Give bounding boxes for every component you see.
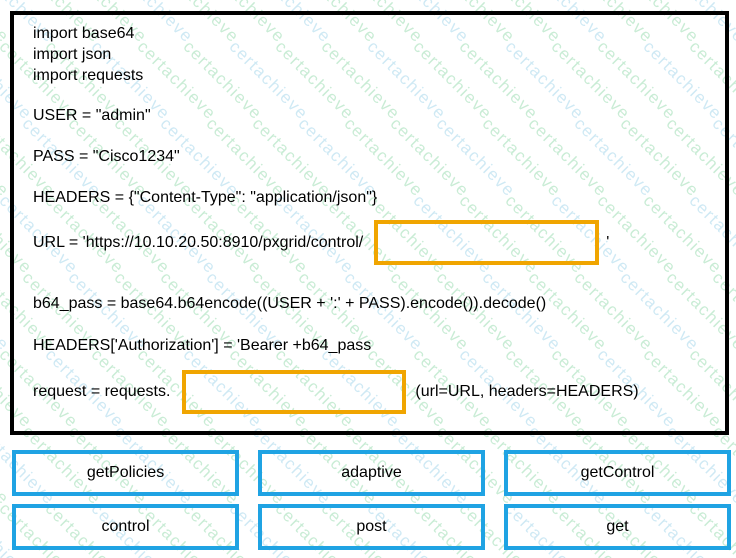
- request-suffix-text: (url=URL, headers=HEADERS): [415, 382, 639, 400]
- option-control[interactable]: control: [12, 504, 239, 550]
- code-line-import-base64: import base64: [33, 25, 135, 42]
- request-method-blank-dropzone[interactable]: [182, 369, 407, 414]
- code-line-request: request = requests. (url=URL, headers=HE…: [33, 369, 639, 414]
- watermark-text: certachieve: [731, 345, 736, 432]
- url-endpoint-blank-dropzone[interactable]: [374, 220, 600, 265]
- code-block: import base64 import json import request…: [10, 11, 729, 435]
- option-post[interactable]: post: [258, 504, 485, 550]
- option-adaptive[interactable]: adaptive: [258, 450, 485, 496]
- watermark-text: certachieve: [731, 499, 736, 558]
- code-line-user: USER = "admin": [33, 107, 151, 124]
- watermark-text: certachieve: [731, 37, 736, 124]
- code-line-headers: HEADERS = {"Content-Type": "application/…: [33, 189, 378, 206]
- request-prefix-text: request = requests.: [33, 382, 171, 400]
- code-line-authorization: HEADERS['Authorization'] = 'Bearer +b64_…: [33, 337, 372, 354]
- url-suffix-text: ': [606, 233, 610, 251]
- option-getpolicies[interactable]: getPolicies: [12, 450, 239, 496]
- code-line-pass: PASS = "Cisco1234": [33, 148, 180, 165]
- url-prefix-text: URL = 'https://10.10.20.50:8910/pxgrid/c…: [33, 233, 364, 251]
- code-line-import-requests: import requests: [33, 67, 144, 84]
- option-getcontrol[interactable]: getControl: [504, 450, 731, 496]
- code-line-import-json: import json: [33, 46, 112, 63]
- code-line-b64pass: b64_pass = base64.b64encode((USER + ':' …: [33, 295, 547, 312]
- watermark-text: certachieve: [731, 191, 736, 278]
- option-get[interactable]: get: [504, 504, 731, 550]
- answer-options: getPolicies adaptive getControl control …: [12, 450, 731, 550]
- code-line-url: URL = 'https://10.10.20.50:8910/pxgrid/c…: [33, 220, 609, 265]
